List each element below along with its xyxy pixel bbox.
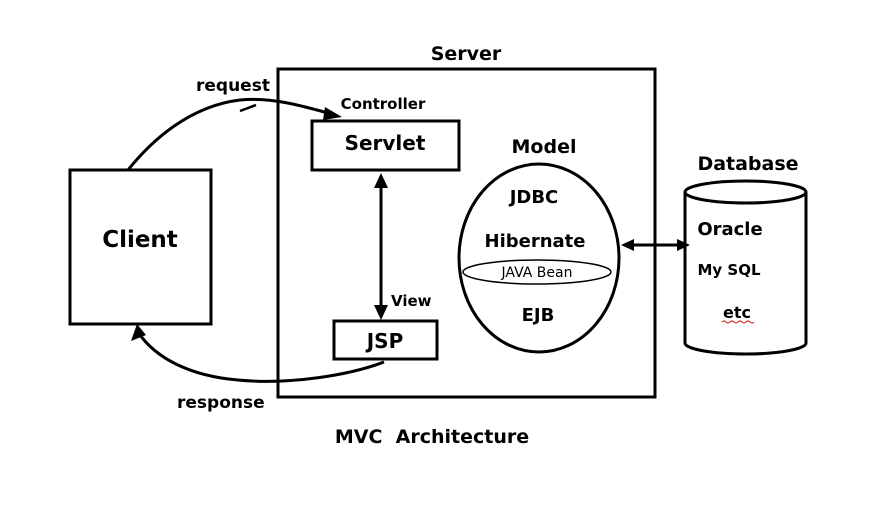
model-label: Model [512, 136, 577, 158]
server-label: Server [431, 43, 502, 65]
database-cylinder-top [683, 179, 808, 205]
model-item-jdbc: JDBC [508, 187, 559, 208]
request-arrow-curve [126, 97, 336, 171]
servlet-jsp-arrowhead-down [374, 305, 388, 320]
database-cylinder-bottom [683, 342, 808, 356]
java-bean-ellipse [462, 259, 612, 285]
response-arrowhead [131, 324, 146, 341]
request-tick-mark [239, 103, 257, 113]
servlet-box [310, 119, 461, 172]
controller-label: Controller [341, 95, 426, 113]
model-database-arrowhead-left [621, 239, 634, 251]
database-item-etc: etc [723, 303, 751, 322]
view-label: View [391, 292, 432, 310]
server-box [276, 67, 657, 399]
etc-spellcheck-underline [721, 320, 755, 324]
servlet-label: Servlet [345, 131, 426, 155]
jsp-box [332, 319, 439, 361]
response-label: response [177, 393, 265, 413]
servlet-jsp-arrowhead-up [374, 173, 388, 188]
database-label: Database [697, 153, 798, 175]
client-box [68, 168, 213, 326]
model-item-hibernate: Hibernate [485, 231, 586, 252]
model-item-java-bean: JAVA Bean [501, 265, 573, 281]
model-ellipse [457, 162, 621, 354]
response-arrow-curve [136, 331, 385, 383]
request-arrowhead [323, 107, 342, 120]
request-label: request [196, 76, 270, 96]
database-item-oracle: Oracle [697, 219, 762, 240]
jsp-label: JSP [365, 329, 404, 353]
client-label: Client [102, 227, 178, 253]
diagram-title: MVC Architecture [335, 426, 529, 448]
model-item-ejb: EJB [522, 305, 555, 326]
database-item-mysql: My SQL [697, 261, 760, 279]
